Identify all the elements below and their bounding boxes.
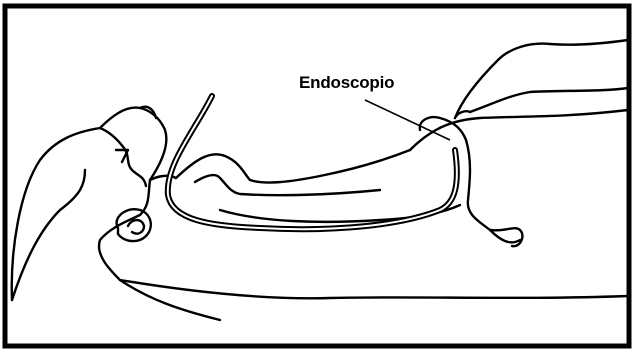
hair-line: [12, 170, 85, 300]
hand-lower: [470, 88, 628, 112]
face-profile: [100, 128, 146, 186]
endoscope-label: Endoscopio: [299, 73, 394, 93]
hand-finger: [455, 40, 628, 118]
ear: [117, 209, 151, 241]
neck-front: [176, 150, 410, 183]
body-contour-top: [410, 110, 628, 150]
ear-inner: [128, 220, 144, 234]
endoscope-tube: [168, 96, 457, 229]
endoscope-tube-inner: [168, 96, 457, 229]
stomach: [420, 117, 520, 242]
trachea-upper: [195, 175, 380, 195]
eye-mark: [116, 150, 128, 162]
duodenum: [490, 228, 522, 246]
label-leader-line: [365, 100, 450, 140]
back-contour: [120, 280, 628, 298]
